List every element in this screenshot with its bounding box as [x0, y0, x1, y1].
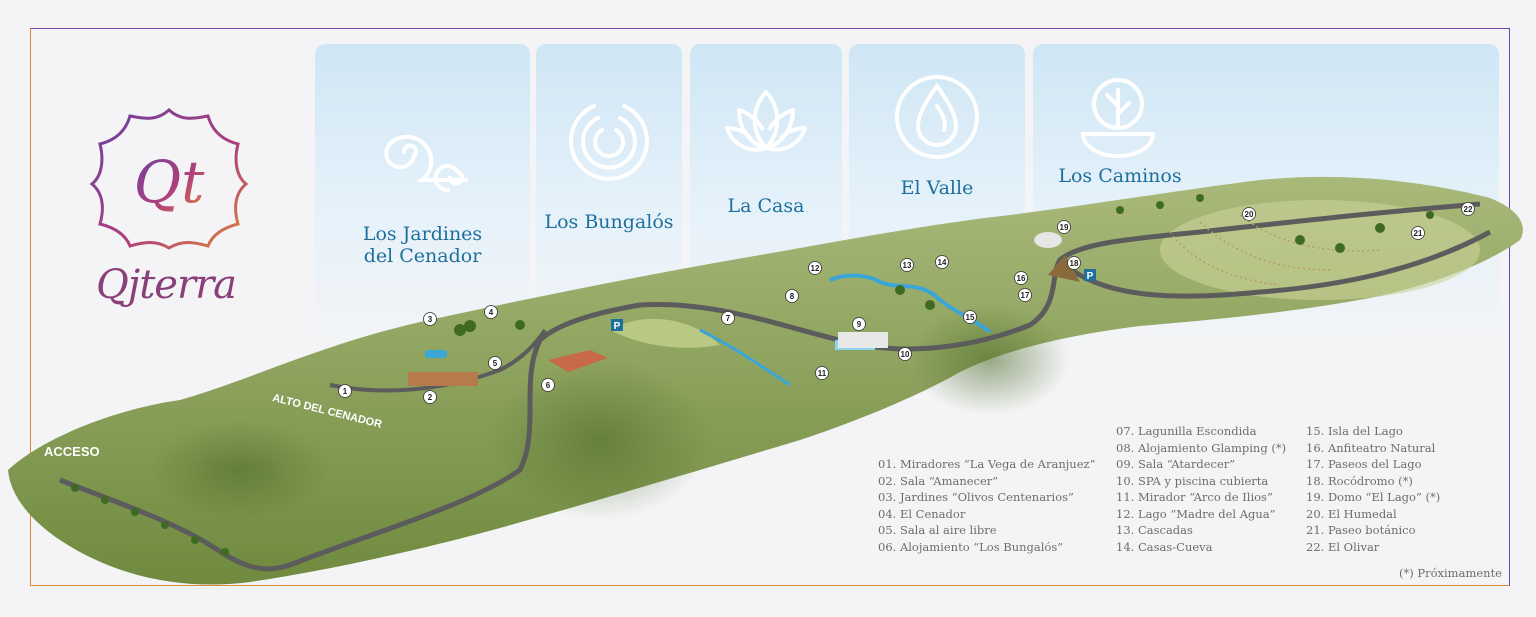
- map-marker-5[interactable]: 5: [488, 356, 502, 370]
- legend-item: 18. Rocódromo (*): [1306, 473, 1413, 488]
- legend-item: 08. Alojamiento Glamping (*): [1116, 440, 1287, 455]
- concentric-circles-icon: [569, 104, 649, 181]
- footnote: (*) Próximamente: [1398, 566, 1502, 580]
- map-marker-label: 1: [343, 387, 348, 396]
- legend-col-1: 01. Miradores “La Vega de Aranjuez” 02. S…: [878, 456, 1095, 555]
- map-marker-12[interactable]: 12: [808, 261, 822, 275]
- map-marker-21[interactable]: 21: [1411, 226, 1425, 240]
- map-marker-2[interactable]: 2: [423, 390, 437, 404]
- map-marker-20[interactable]: 20: [1242, 207, 1256, 221]
- zone-title-line2: del Cenador: [363, 245, 482, 267]
- legend-item: 12. Lago “Madre del Agua”: [1116, 506, 1276, 521]
- map-marker-7[interactable]: 7: [721, 311, 735, 325]
- map-marker-label: 8: [790, 292, 795, 301]
- svg-text:P: P: [614, 321, 621, 332]
- map-marker-8[interactable]: 8: [785, 289, 799, 303]
- map-marker-10[interactable]: 10: [898, 347, 912, 361]
- legend-item: 20. El Humedal: [1306, 506, 1397, 521]
- plant-bowl-icon: [1080, 78, 1156, 158]
- legend-item: 03. Jardines “Olivos Centenarios”: [878, 490, 1074, 504]
- legend-item: 13. Cascadas: [1116, 523, 1193, 537]
- map-marker-18[interactable]: 18: [1067, 256, 1081, 270]
- map-marker-1[interactable]: 1: [338, 384, 352, 398]
- legend-col-3: 15. Isla del Lago 16. Anfiteatro Natural 1…: [1306, 423, 1440, 555]
- map-marker-label: 22: [1464, 205, 1473, 214]
- map-marker-22[interactable]: 22: [1461, 202, 1475, 216]
- map-marker-label: 4: [489, 308, 494, 317]
- legend-item: 05. Sala al aire libre: [878, 523, 997, 537]
- map-marker-label: 2: [428, 393, 433, 402]
- legend-item: 09. Sala “Atardecer”: [1116, 457, 1236, 471]
- map-marker-label: 21: [1414, 229, 1423, 238]
- map-marker-label: 9: [857, 320, 862, 329]
- zone-title: Los Bungalós: [544, 211, 674, 233]
- zone-title: Los Caminos: [1058, 165, 1182, 187]
- water-drop-icon: [895, 75, 979, 159]
- access-label: ACCESO: [44, 444, 100, 459]
- legend-item: 17. Paseos del Lago: [1306, 457, 1422, 471]
- legend-item: 21. Paseo botánico: [1306, 523, 1416, 537]
- map-marker-4[interactable]: 4: [484, 305, 498, 319]
- map-marker-label: 14: [938, 258, 947, 267]
- map-marker-label: 19: [1060, 223, 1069, 232]
- map-marker-16[interactable]: 16: [1014, 271, 1028, 285]
- map-marker-label: 16: [1017, 274, 1026, 283]
- map-marker-label: 17: [1021, 291, 1030, 300]
- map-marker-label: 11: [818, 369, 827, 378]
- map-marker-9[interactable]: 9: [852, 317, 866, 331]
- legend-item: 16. Anfiteatro Natural: [1306, 440, 1436, 455]
- map-marker-label: 7: [726, 314, 731, 323]
- map-marker-11[interactable]: 11: [815, 366, 829, 380]
- building-cenador: [408, 372, 478, 386]
- map-marker-14[interactable]: 14: [935, 255, 949, 269]
- legend-col-2: 07. Lagunilla Escondida 08. Alojamiento G…: [1116, 423, 1286, 555]
- legend-item: 22. El Olivar: [1306, 539, 1380, 554]
- map-marker-19[interactable]: 19: [1057, 220, 1071, 234]
- map-marker-label: 20: [1245, 210, 1254, 219]
- legend-item: 10. SPA y piscina cubierta: [1116, 473, 1269, 488]
- map-marker-13[interactable]: 13: [900, 258, 914, 272]
- legend-item: 06. Alojamiento “Los Bungalós”: [878, 539, 1064, 554]
- brand-monogram: Qt: [134, 148, 206, 216]
- map-marker-17[interactable]: 17: [1018, 288, 1032, 302]
- legend-item: 07. Lagunilla Escondida: [1116, 424, 1257, 438]
- map-marker-3[interactable]: 3: [423, 312, 437, 326]
- map-marker-label: 6: [546, 381, 551, 390]
- legend-item: 04. El Cenador: [878, 506, 966, 521]
- map-marker-label: 12: [811, 264, 820, 273]
- map-marker-label: 5: [493, 359, 498, 368]
- spiral-snail-icon: [383, 134, 468, 193]
- map-marker-label: 10: [901, 350, 910, 359]
- legend-item: 01. Miradores “La Vega de Aranjuez”: [878, 457, 1096, 471]
- legend-item: 11. Mirador “Arco de Ilios”: [1116, 490, 1273, 504]
- legend-item: 19. Domo “El Lago” (*): [1306, 490, 1441, 504]
- parking-icon: P P: [611, 269, 1096, 332]
- zone-panel-jardines[interactable]: Los Jardines del Cenador: [315, 44, 530, 354]
- brand-name: Qjterra: [96, 262, 237, 308]
- map-marker-label: 13: [903, 261, 912, 270]
- svg-text:P: P: [1087, 271, 1094, 282]
- zone-title: La Casa: [727, 195, 805, 217]
- map-marker-label: 3: [428, 315, 433, 324]
- map-marker-6[interactable]: 6: [541, 378, 555, 392]
- legend-item: 15. Isla del Lago: [1306, 424, 1403, 438]
- map-marker-label: 18: [1070, 259, 1079, 268]
- legend-item: 02. Sala “Amanecer”: [878, 473, 999, 488]
- zone-title: Los Jardines: [362, 223, 483, 245]
- map-marker-15[interactable]: 15: [963, 310, 977, 324]
- brand-logo-icon: Qt: [89, 107, 249, 250]
- zone-title: El Valle: [900, 177, 974, 199]
- legend-item: 14. Casas-Cueva: [1116, 539, 1213, 554]
- map-frame: [30, 28, 1510, 586]
- lotus-flame-icon: [725, 90, 807, 152]
- terrain: [8, 176, 1523, 585]
- map-marker-label: 15: [966, 313, 975, 322]
